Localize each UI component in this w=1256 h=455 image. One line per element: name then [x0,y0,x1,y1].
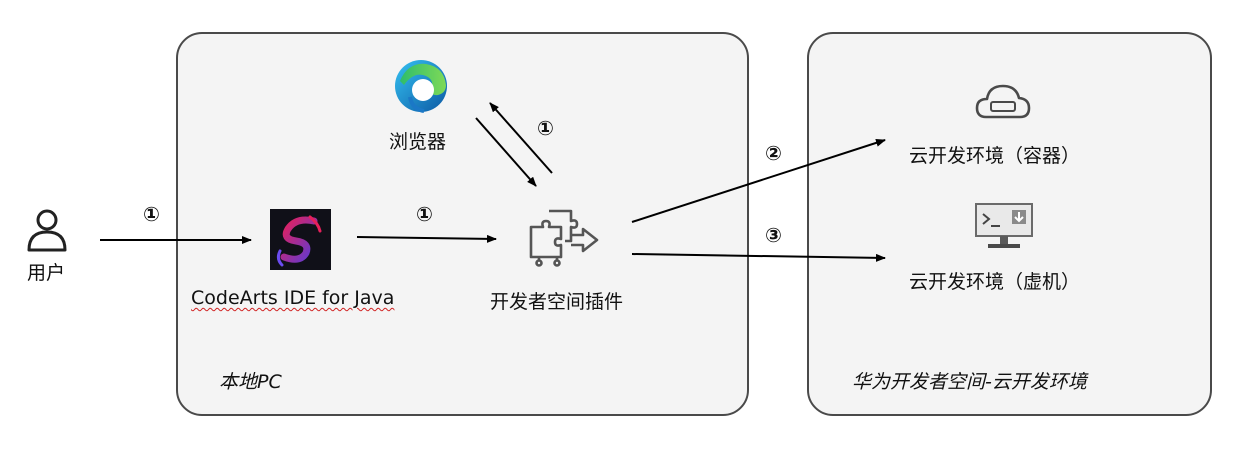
terminal-monitor-icon [975,203,1033,248]
arrow-browser-to-plugin [475,117,537,187]
arrow-plugin-to-container [631,138,886,223]
edge-browser-icon [395,60,447,113]
step-ide-to-plugin: ① [416,202,433,226]
ide-label: CodeArts IDE for Java [191,287,394,309]
puzzle-plugin-icon [529,209,599,267]
local-pc-title: 本地PC [219,371,282,393]
browser-label: 浏览器 [389,131,447,153]
arrow-ide-to-plugin [356,234,497,243]
ide-label-text: CodeArts IDE for Java [191,287,395,309]
codearts-logo-icon [270,209,331,270]
step-plugin-to-vm: ③ [765,223,782,247]
person-icon [27,209,67,252]
user-label: 用户 [27,262,66,284]
step-browser-plugin: ① [537,116,554,140]
arrow-plugin-to-vm [631,253,886,262]
container-label: 云开发环境（容器） [909,145,1081,167]
plugin-label: 开发者空间插件 [490,291,624,313]
cloud-env-title: 华为开发者空间-云开发环境 [852,371,1087,393]
step-user-to-ide: ① [143,202,160,226]
vm-label: 云开发环境（虚机） [909,271,1081,293]
arrow-plugin-to-browser [489,102,553,174]
step-plugin-to-container: ② [765,141,782,165]
cloud-icon [975,84,1031,119]
